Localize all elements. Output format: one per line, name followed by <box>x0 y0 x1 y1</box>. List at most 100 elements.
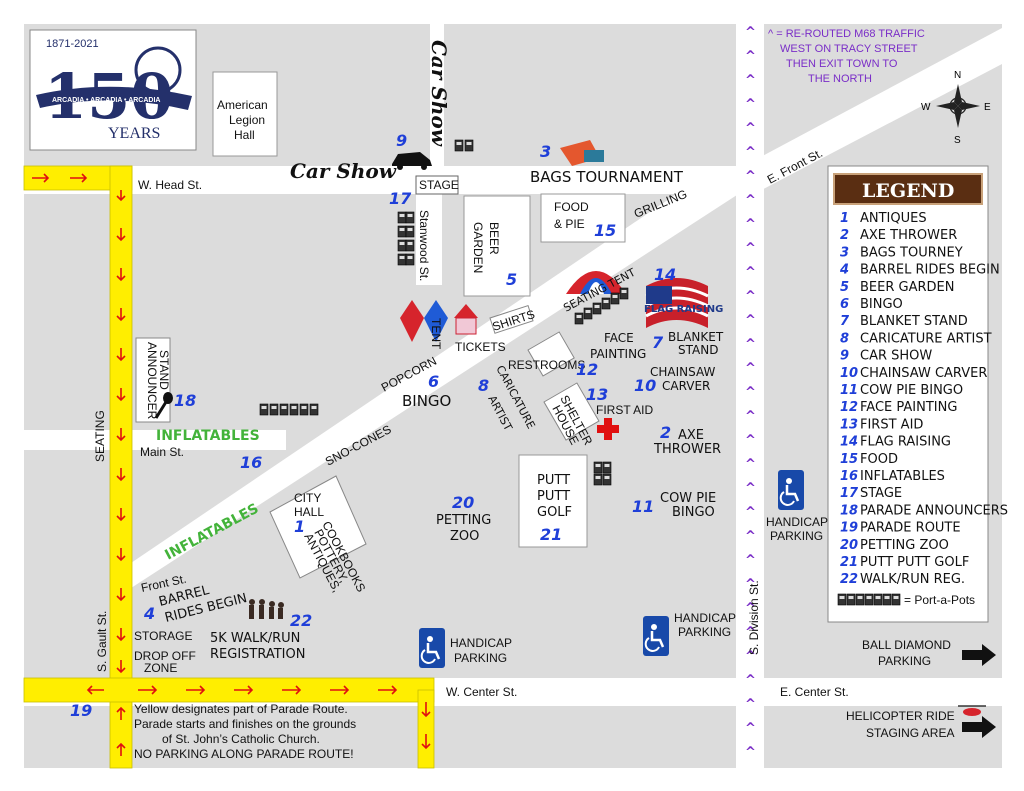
putt-line-1: PUTT <box>537 473 570 488</box>
legend-number: 19 <box>840 521 858 536</box>
marker-5: 5 <box>506 270 517 289</box>
reroute-caret: ^ <box>745 529 756 544</box>
parade-note-4: NO PARKING ALONG PARADE ROUTE! <box>134 747 354 761</box>
legend-number: 4 <box>839 263 849 278</box>
handicap-parking-west: HANDICAP PARKING <box>417 626 512 670</box>
restrooms: RESTROOMS <box>508 331 585 377</box>
walkrun-line-1: 5K WALK/RUN <box>210 631 300 646</box>
tent-label: TENT <box>429 318 443 350</box>
reroute-caret: ^ <box>745 481 756 496</box>
marker-14: 14 <box>654 265 676 284</box>
legend-number: 2 <box>840 228 849 243</box>
road-stanwood <box>416 190 442 285</box>
marker-10: 10 <box>634 376 656 395</box>
road-w-head <box>24 166 750 194</box>
reroute-caret: ^ <box>745 313 756 328</box>
legend-label: INFLATABLES <box>860 469 945 484</box>
legend-number: 18 <box>840 503 858 518</box>
reroute-caret: ^ <box>745 361 756 376</box>
marker-21: 21 <box>540 525 562 544</box>
hc-east-line-2: PARKING <box>770 529 823 543</box>
anniversary-logo: 1871-2021 150 ARCADIA • ARCADIA • ARCADI… <box>29 29 197 151</box>
legend-label: PETTING ZOO <box>860 538 949 553</box>
tickets-label: TICKETS <box>455 340 506 354</box>
reroute-caret: ^ <box>745 625 756 640</box>
helicopter-line-2: STAGING AREA <box>866 726 954 740</box>
street-e-center: E. Center St. <box>780 685 849 699</box>
road-main <box>24 430 286 450</box>
street-w-head: W. Head St. <box>138 178 202 192</box>
reroute-line-3: THEN EXIT TOWN TO <box>786 58 898 70</box>
road-north-alley <box>430 24 444 169</box>
beer-garden-line-1: BEER <box>487 222 501 255</box>
reroute-caret: ^ <box>745 193 756 208</box>
road-s-division <box>736 24 764 768</box>
legend-label: BEER GARDEN <box>860 280 954 295</box>
parade-note-1: Yellow designates part of Parade Route. <box>134 702 348 716</box>
tent-icon <box>400 300 448 342</box>
food-line-1: FOOD <box>554 200 589 214</box>
reroute-line-2: WEST ON TRACY STREET <box>780 43 918 55</box>
street-main: Main St. <box>140 445 184 459</box>
putt-line-3: GOLF <box>537 505 572 520</box>
ticket-booth-icon <box>454 304 478 335</box>
dropoff-line-2: ZONE <box>144 661 177 675</box>
marker-19: 19 <box>70 701 92 720</box>
street-s-gault: S. Gault St. <box>95 611 109 672</box>
car-show-label-vertical: Car Show <box>427 40 451 147</box>
reroute-caret: ^ <box>745 121 756 136</box>
legend-number: 11 <box>840 383 858 398</box>
chainsaw-line-2: CARVER <box>662 379 710 393</box>
flag-icon <box>645 278 709 328</box>
reroute-caret: ^ <box>745 73 756 88</box>
legend-label: FLAG RAISING <box>860 435 951 450</box>
cow-pie-line-2: BINGO <box>672 505 715 520</box>
flag-raising-label: FLAG RAISING <box>644 304 723 315</box>
handicap-icon <box>641 614 671 658</box>
beer-garden-line-2: GARDEN <box>471 222 485 273</box>
legend-title: LEGEND <box>862 180 954 202</box>
legend-label: PARADE ANNOUNCERS <box>860 503 1008 518</box>
marker-2: 2 <box>660 423 671 442</box>
restrooms-label: RESTROOMS <box>508 358 585 372</box>
reroute-caret: ^ <box>745 169 756 184</box>
reroute-caret: ^ <box>745 505 756 520</box>
reroute-caret: ^ <box>745 457 756 472</box>
hc-center-line-1: HANDICAP <box>674 611 736 625</box>
stage-label: STAGE <box>419 178 459 192</box>
hc-east-line-1: HANDICAP <box>766 515 828 529</box>
bags-tournament-label: BAGS TOURNAMENT <box>530 168 684 186</box>
legend-portapots: = Port-a-Pots <box>904 593 975 607</box>
announcer-line-2: STAND <box>157 350 171 390</box>
marker-3: 3 <box>540 142 551 161</box>
reroute-caret: ^ <box>745 649 756 664</box>
legend-number: 16 <box>840 469 858 484</box>
legend-label: AXE THROWER <box>860 228 957 243</box>
legend-label: CARICATURE ARTIST <box>860 331 992 346</box>
reroute-note: ^ = RE-ROUTED M68 TRAFFIC WEST ON TRACY … <box>768 28 925 85</box>
legend-number: 3 <box>840 245 849 260</box>
legend-number: 8 <box>840 331 849 346</box>
compass-e: E <box>984 102 991 113</box>
legend-label: PUTT PUTT GOLF <box>860 555 969 570</box>
reroute-caret: ^ <box>745 337 756 352</box>
beer-garden: BEER GARDEN <box>463 195 531 297</box>
legion-line-1: American <box>217 98 268 112</box>
ball-diamond-line-2: PARKING <box>878 654 931 668</box>
axe-line-1: AXE <box>678 428 704 443</box>
announcer-line-1: ANNOUNCER <box>145 342 159 420</box>
reroute-caret: ^ <box>745 217 756 232</box>
marker-4: 4 <box>143 604 155 623</box>
blanket-line-1: BLANKET <box>668 330 724 344</box>
arrow-right-icon <box>962 644 996 666</box>
legion-line-3: Hall <box>234 128 255 142</box>
logo-word: YEARS <box>108 125 160 142</box>
hc-center-line-2: PARKING <box>678 625 731 639</box>
legend-label: WALK/RUN REG. <box>860 572 965 587</box>
face-painting-line-1: FACE <box>604 331 634 345</box>
handicap-parking-east: HANDICAP PARKING <box>766 468 828 543</box>
legend-number: 9 <box>840 349 849 364</box>
ball-diamond-parking: BALL DIAMOND PARKING <box>862 638 996 668</box>
